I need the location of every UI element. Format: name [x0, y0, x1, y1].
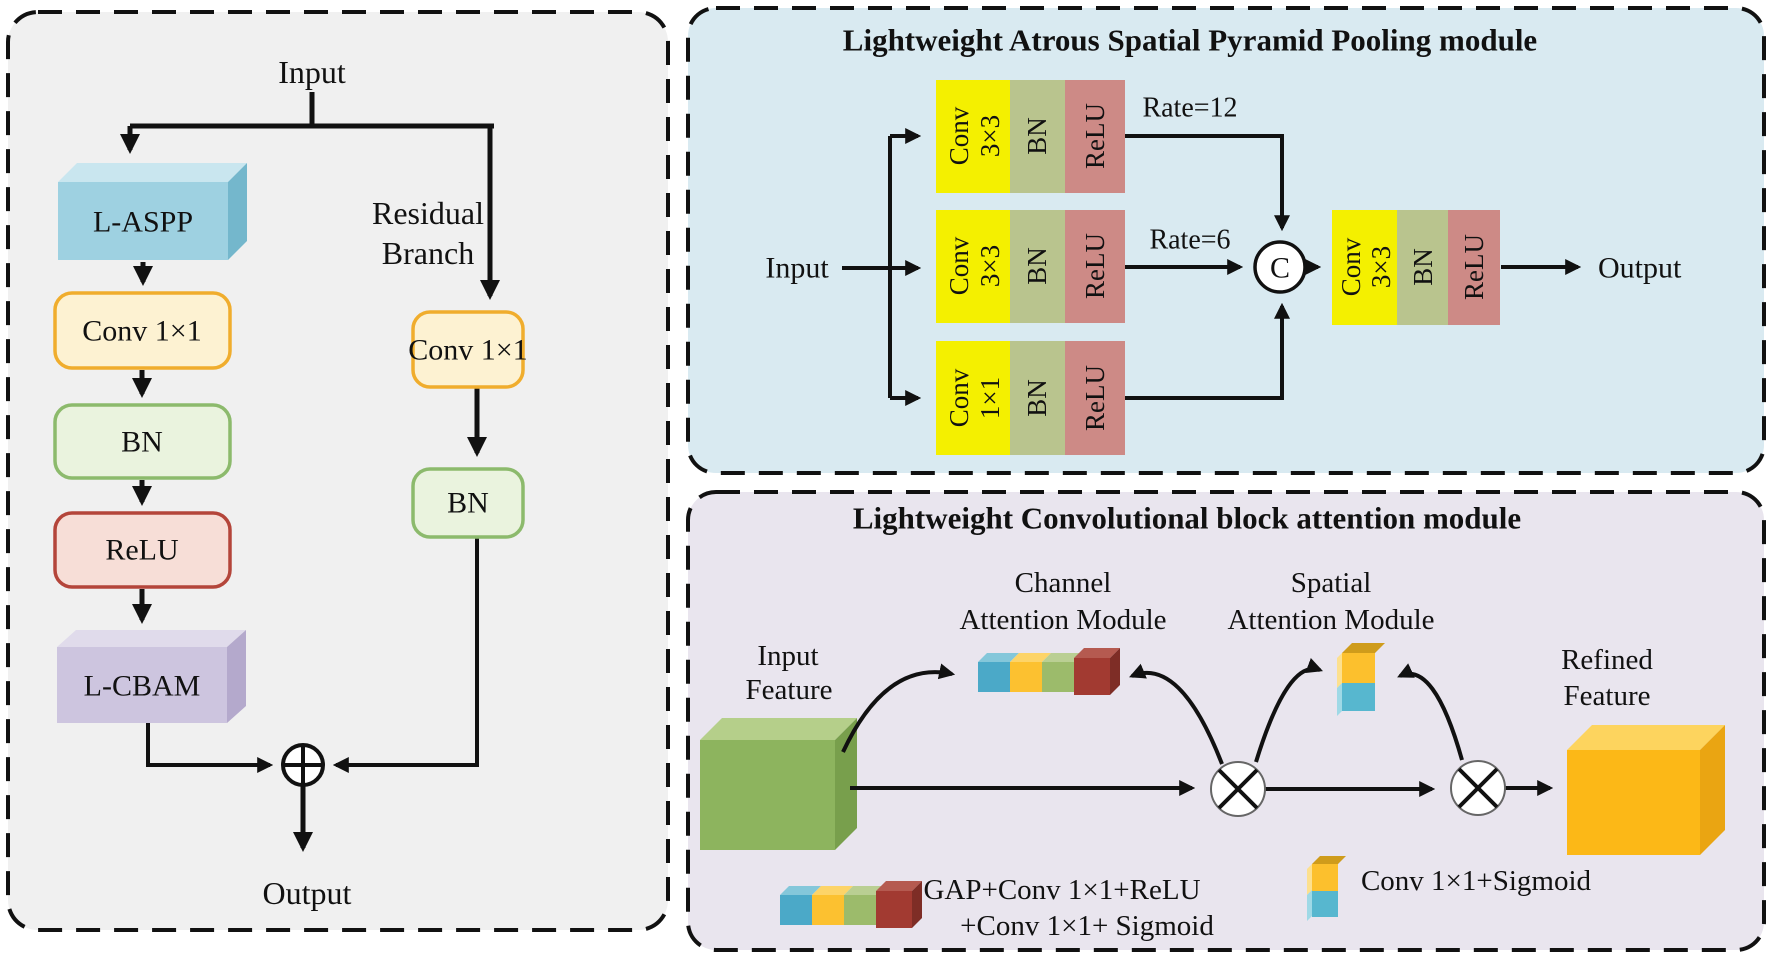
lcbam-block: L-CBAM: [57, 630, 246, 723]
main-connector-lines: [120, 92, 500, 852]
channel-attention-bar: [978, 648, 1120, 695]
cbam-panel-background: [686, 490, 1766, 952]
branch3-bn-label: BN: [1022, 379, 1052, 417]
spatial-attention-label-line2: Attention Module: [1227, 604, 1434, 636]
legend-channel-bar: [780, 881, 922, 928]
relu1-block: ReLU: [53, 511, 232, 589]
refined-feature-label-line1: Refined: [1561, 644, 1653, 676]
aspp-branch-1: Conv 3×3 BN ReLU: [936, 80, 1125, 193]
arrow-bn2-add: [332, 537, 479, 773]
conv1-label: Conv 1×1: [82, 315, 201, 348]
laspp-label: L-ASPP: [93, 206, 193, 239]
residual-branch-label-line1: Residual: [372, 195, 484, 231]
input-feature-label-line2: Feature: [746, 674, 833, 706]
aspp-final-block: Conv 3×3 BN ReLU: [1332, 210, 1500, 325]
aspp-output-label: Output: [1598, 252, 1682, 285]
multiply-operator-icon-1: [1210, 761, 1266, 817]
branch3-conv-line1: Conv: [944, 368, 974, 427]
branch2-conv-line2: 3×3: [975, 245, 1005, 287]
conv2-block: Conv 1×1: [408, 310, 528, 389]
conv1-block: Conv 1×1: [53, 291, 232, 370]
arc-feature-channel: [841, 663, 956, 753]
bn1-label: BN: [121, 426, 163, 459]
refined-feature-cube: [1567, 725, 1725, 855]
multiply-operator-icon-2: [1450, 760, 1506, 816]
main-output-label: Output: [263, 875, 352, 911]
arrow-branch3-concat: [1125, 302, 1290, 400]
aspp-connector-lines: [842, 128, 1582, 406]
branch2-relu-label: ReLU: [1080, 233, 1110, 299]
branch1-conv-line1: Conv: [944, 106, 974, 165]
aspp-branch-3: Conv 1×1 BN ReLU: [936, 341, 1125, 455]
concat-operator-icon: C: [1253, 240, 1307, 294]
bn1-block: BN: [53, 403, 232, 480]
channel-attention-label-line2: Attention Module: [959, 604, 1166, 636]
arc-mul1-channel: [1129, 663, 1224, 765]
bn2-block: BN: [411, 467, 525, 539]
aspp-panel: Lightweight Atrous Spatial Pyramid Pooli…: [686, 6, 1766, 475]
laspp-block: L-ASPP: [58, 163, 247, 260]
main-block-panel: Input L-ASPP Conv 1×1: [6, 10, 670, 932]
arrow-rate12-concat: [1125, 134, 1290, 232]
channel-attention-label-line1: Channel: [1015, 567, 1112, 599]
main-input-label: Input: [278, 54, 346, 90]
input-feature-cube: [700, 718, 857, 850]
arc-mul2-spatial: [1397, 663, 1464, 761]
aspp-branch-2: Conv 3×3 BN ReLU: [936, 210, 1125, 323]
branch1-relu-label: ReLU: [1080, 103, 1110, 169]
input-feature-label-line1: Input: [757, 640, 818, 672]
cbam-title: Lightweight Convolutional block attentio…: [853, 501, 1521, 536]
final-conv-line1: Conv: [1336, 237, 1366, 296]
bn2-label: BN: [447, 487, 489, 520]
branch3-conv-line2: 1×1: [975, 377, 1005, 419]
lcbam-label: L-CBAM: [84, 670, 201, 703]
final-conv-line2: 3×3: [1366, 246, 1396, 288]
branch2-bn-label: BN: [1022, 247, 1052, 285]
aspp-title: Lightweight Atrous Spatial Pyramid Pooli…: [843, 23, 1537, 58]
branch3-relu-label: ReLU: [1080, 365, 1110, 431]
legend-channel-text-line2: +Conv 1×1+ Sigmoid: [960, 910, 1214, 942]
branch2-conv-line1: Conv: [944, 236, 974, 295]
branch1-conv-line2: 3×3: [975, 115, 1005, 157]
relu1-label: ReLU: [105, 534, 179, 567]
final-bn-label: BN: [1408, 248, 1438, 286]
rate12-label: Rate=12: [1142, 93, 1237, 124]
cbam-panel: Lightweight Convolutional block attentio…: [686, 490, 1766, 952]
branch1-bn-label: BN: [1022, 117, 1052, 155]
legend-spatial-block: [1307, 856, 1346, 921]
spatial-attention-label-line1: Spatial: [1291, 567, 1372, 599]
final-relu-label: ReLU: [1459, 234, 1489, 300]
rate6-label: Rate=6: [1149, 225, 1230, 256]
arc-mul1-spatial: [1254, 658, 1323, 763]
conv2-label: Conv 1×1: [408, 334, 527, 367]
cbam-connector-lines: [841, 658, 1554, 797]
arrow-lcbam-add: [146, 723, 274, 773]
residual-branch-label-line2: Branch: [382, 235, 474, 271]
spatial-attention-block: [1337, 643, 1385, 716]
legend-channel-text-line1: GAP+Conv 1×1+ReLU: [923, 874, 1200, 906]
legend-spatial-text: Conv 1×1+Sigmoid: [1361, 865, 1592, 897]
refined-feature-label-line2: Feature: [1564, 680, 1651, 712]
add-operator-icon: [281, 743, 325, 787]
concat-label: C: [1270, 252, 1290, 285]
aspp-input-label: Input: [765, 252, 829, 285]
